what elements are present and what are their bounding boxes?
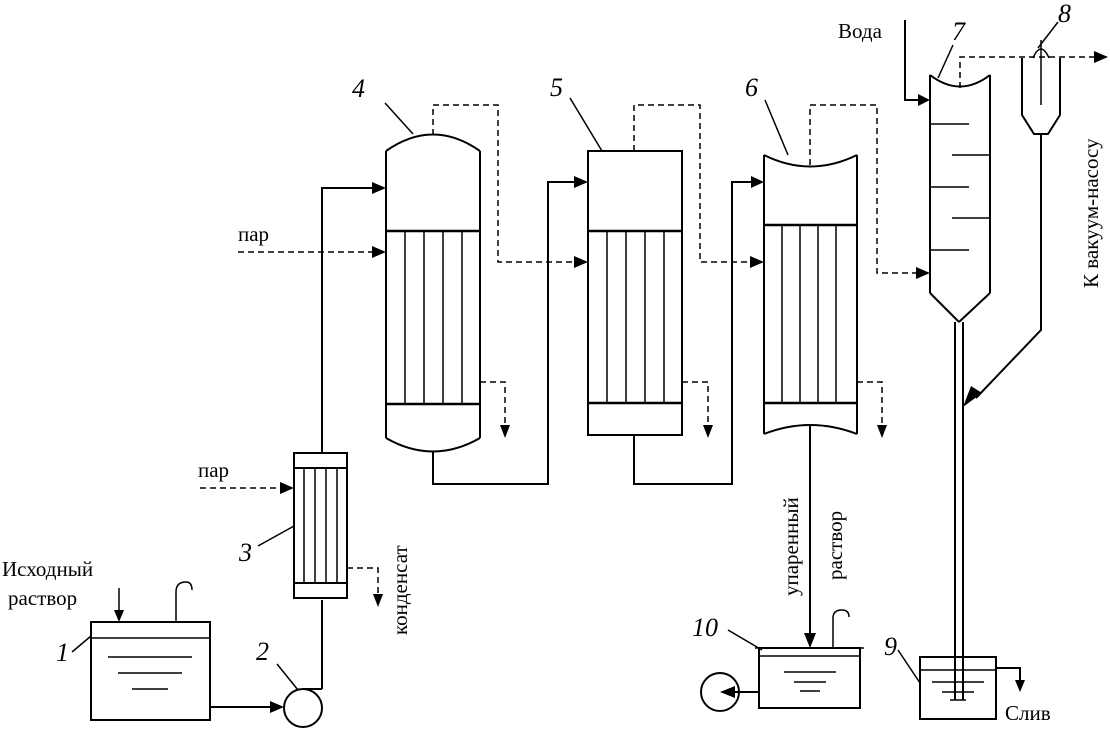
label-1: 1 (56, 638, 69, 667)
steam-label-top: пар (238, 222, 269, 246)
evaporator-3 (763, 154, 858, 435)
label-10: 10 (692, 613, 718, 642)
drain-label: Слив (1005, 701, 1051, 725)
source-label-line2: раствор (8, 586, 77, 610)
label-5: 5 (550, 73, 563, 102)
hot-well-tank (919, 656, 997, 720)
vacuum-label: К вакуум-насосу (1079, 138, 1103, 288)
label-8: 8 (1058, 0, 1071, 28)
feed-pump (283, 600, 323, 728)
water-label: Вода (838, 19, 883, 43)
product-pump (700, 672, 759, 712)
label-3: 3 (238, 538, 252, 567)
label-6: 6 (745, 73, 758, 102)
steam-label-bottom: пар (198, 458, 229, 482)
source-tank (90, 581, 211, 721)
barometric-condenser (929, 74, 991, 323)
label-9: 9 (884, 632, 897, 661)
condensate-label: конденсат (388, 545, 412, 635)
trap (1021, 40, 1061, 135)
product-tank (755, 609, 864, 709)
label-7: 7 (952, 17, 966, 46)
label-2: 2 (256, 637, 269, 666)
evaporator-2 (587, 150, 683, 436)
preheater (293, 452, 348, 599)
evaporated-label-line1: упаренный (779, 497, 803, 596)
evaporator-1 (385, 133, 481, 453)
label-4: 4 (352, 74, 365, 103)
evaporated-label-line2: раствор (823, 511, 847, 580)
source-label-line1: Исходный (2, 557, 93, 581)
